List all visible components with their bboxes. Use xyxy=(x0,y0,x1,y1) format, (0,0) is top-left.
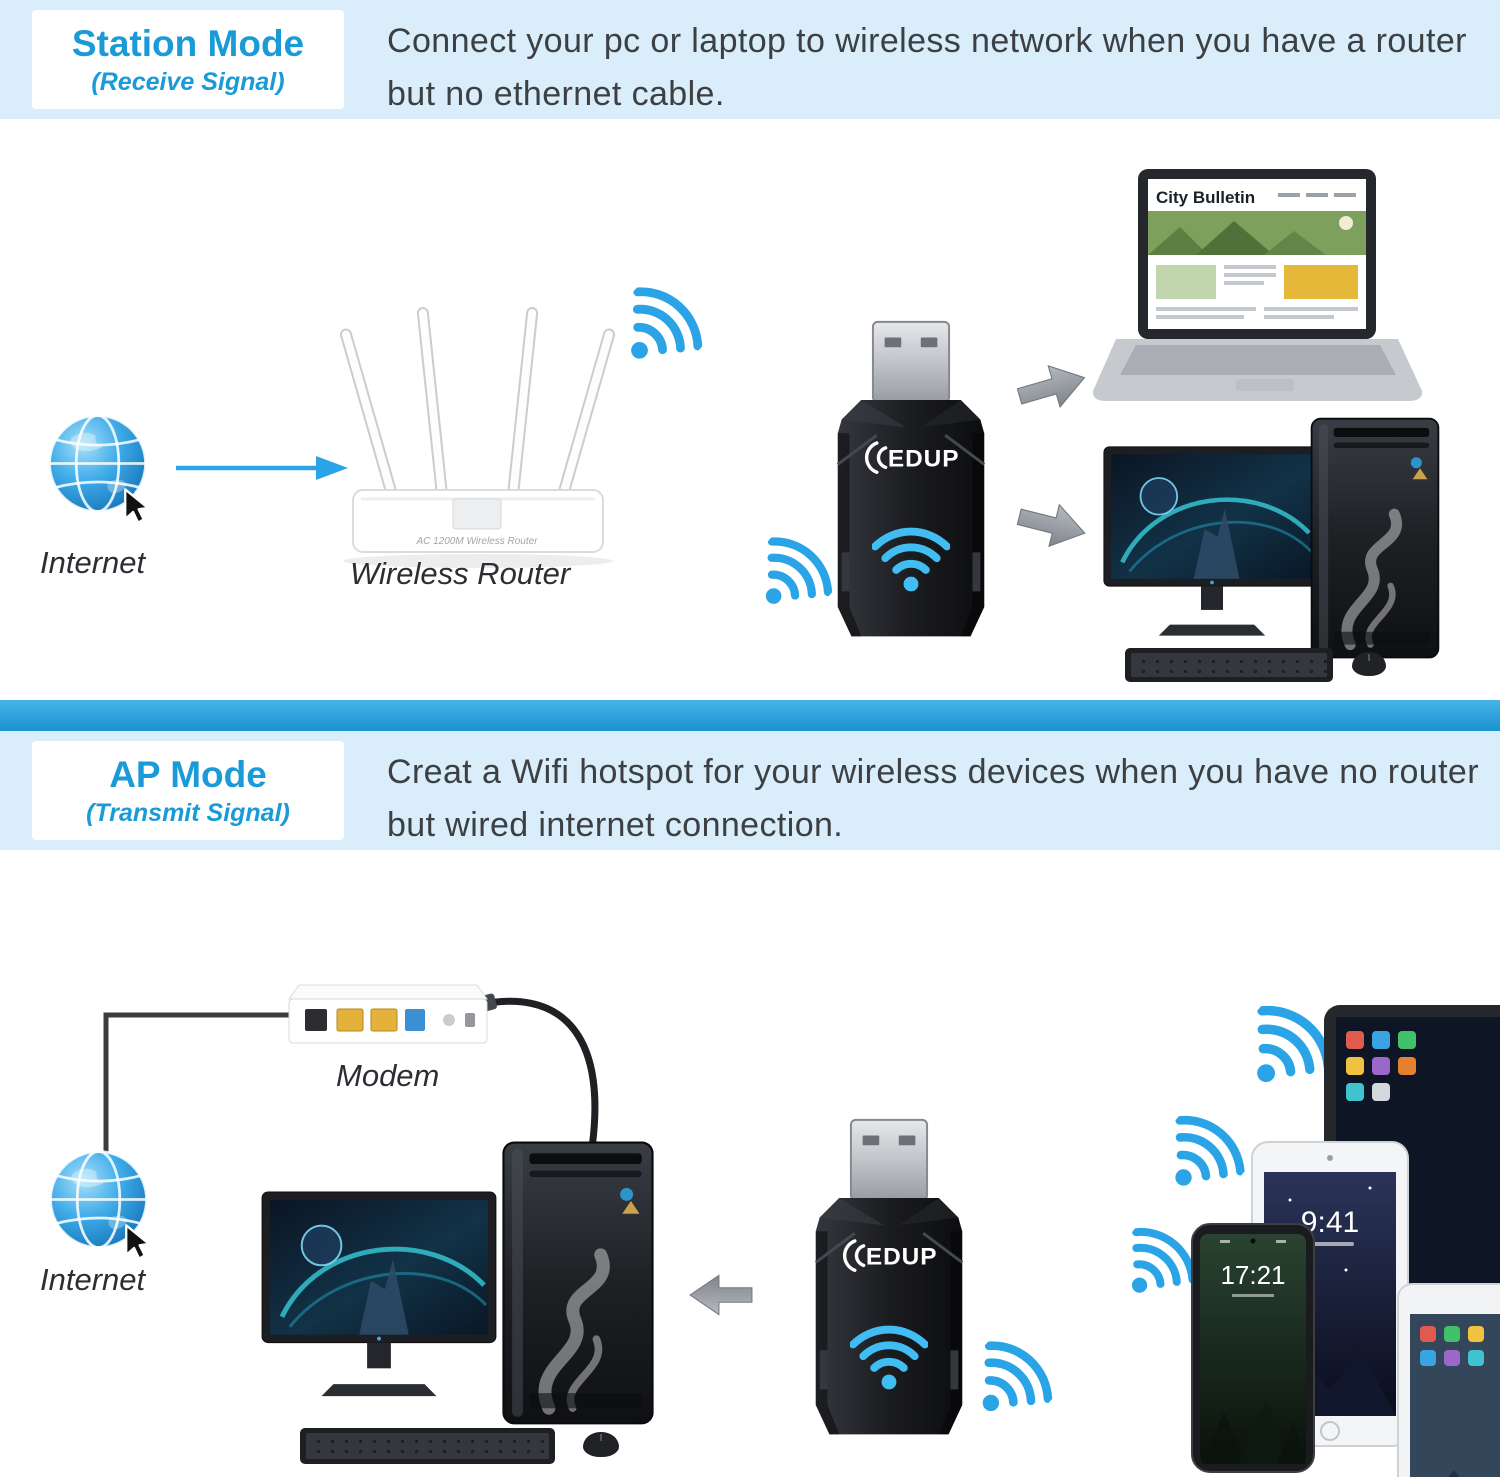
ap-mode-subtitle: (Transmit Signal) xyxy=(86,798,290,827)
station-mode-subtitle: (Receive Signal) xyxy=(91,67,285,96)
station-mode-title: Station Mode xyxy=(71,23,305,65)
ap-desktop-monitor xyxy=(260,1190,498,1403)
partial-tablet xyxy=(1397,1283,1500,1477)
modem-label: Modem xyxy=(336,1058,440,1093)
station-internet-label: Internet xyxy=(40,545,146,580)
desktop-monitor xyxy=(1102,445,1322,642)
arrow-to-desktop-icon xyxy=(1011,490,1094,560)
ap-internet-label: Internet xyxy=(40,1262,146,1297)
router-print-text: AC 1200M Wireless Router xyxy=(415,536,538,547)
section-divider xyxy=(0,700,1500,731)
ap-mouse xyxy=(583,1432,619,1457)
station-mode-description: Connect your pc or laptop to wireless ne… xyxy=(387,22,1467,114)
phone-lockscreen: 17:21 xyxy=(1191,1223,1315,1473)
pc-tower xyxy=(1306,415,1444,663)
keyboard xyxy=(1125,648,1333,682)
ap-mode-badge: AP Mode (Transmit Signal) xyxy=(32,741,344,840)
ap-usb-wifi-adapter xyxy=(806,1116,972,1448)
ap-mode-header-band: AP Mode (Transmit Signal) Creat a Wifi h… xyxy=(0,731,1500,850)
internet-to-router-arrow xyxy=(176,456,348,480)
mouse xyxy=(1352,652,1386,676)
ap-mode-title: AP Mode xyxy=(109,754,267,796)
station-mode-header-band: Station Mode (Receive Signal) Connect yo… xyxy=(0,0,1500,119)
laptop: City Bulletin xyxy=(1092,169,1423,401)
internet-globe-icon xyxy=(44,410,164,530)
ap-pc-tower xyxy=(497,1138,659,1430)
modem xyxy=(288,984,488,1044)
device-wifi-icon-2 xyxy=(1138,1098,1259,1219)
ap-internet-globe-icon xyxy=(45,1146,165,1266)
ap-mode-description: Creat a Wifi hotspot for your wireless d… xyxy=(387,753,1479,845)
phone-time-text: 17:21 xyxy=(1220,1260,1285,1290)
usb-wifi-adapter xyxy=(828,318,994,650)
laptop-screen-title: City Bulletin xyxy=(1156,188,1255,207)
station-mode-badge: Station Mode (Receive Signal) xyxy=(32,10,344,109)
wireless-router-label: Wireless Router xyxy=(350,556,571,591)
wireless-router: AC 1200M Wireless Router xyxy=(339,307,616,568)
arrow-to-tower-icon xyxy=(688,1270,754,1320)
ap-keyboard xyxy=(300,1428,555,1464)
